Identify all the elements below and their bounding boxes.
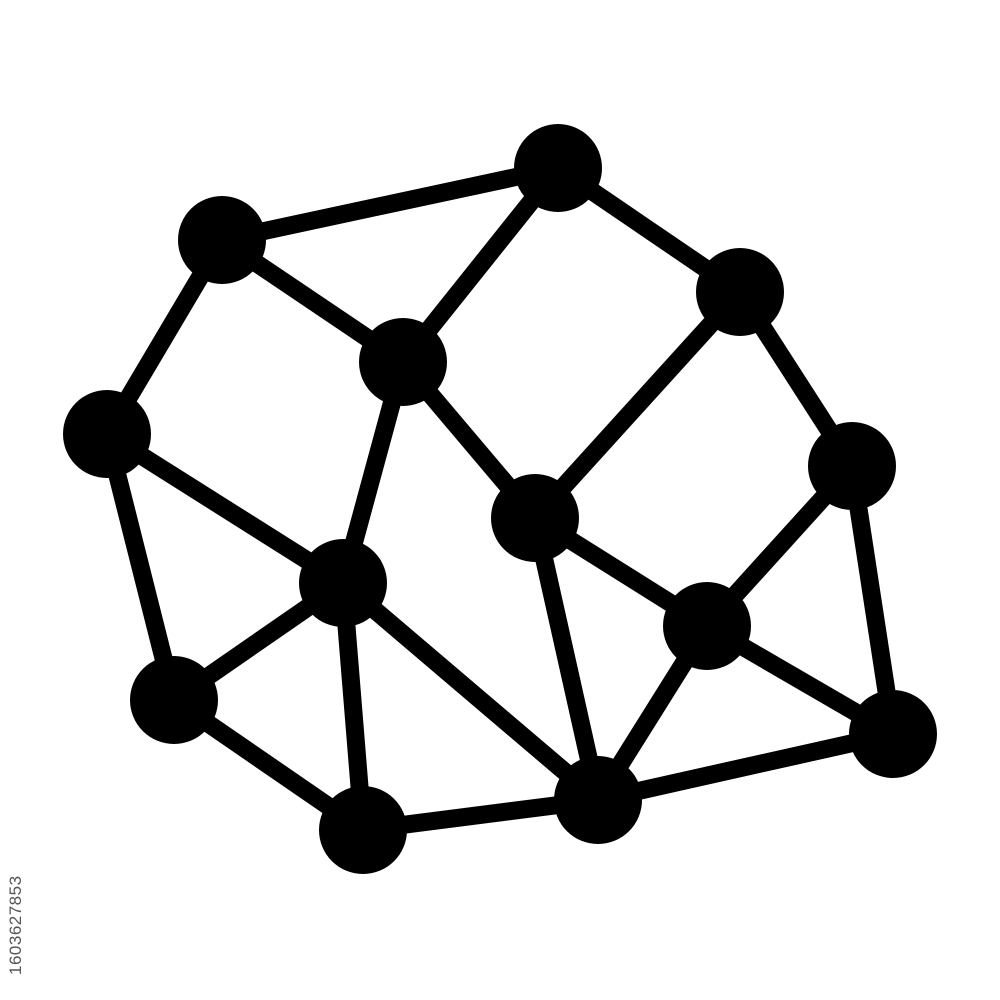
mesh-node bbox=[663, 582, 751, 670]
mesh-node bbox=[514, 124, 602, 212]
mesh-edge bbox=[334, 574, 607, 809]
mesh-node bbox=[554, 756, 642, 844]
mesh-nodes bbox=[63, 124, 937, 874]
mesh-node bbox=[808, 422, 896, 510]
mesh-edge bbox=[98, 425, 352, 592]
mesh-node bbox=[319, 786, 407, 874]
mesh-edge bbox=[98, 425, 183, 709]
stock-image-id: 1603627853 bbox=[6, 875, 25, 975]
mesh-node bbox=[130, 656, 218, 744]
mesh-edge bbox=[213, 159, 567, 249]
mesh-node bbox=[359, 318, 447, 406]
mesh-node bbox=[63, 390, 151, 478]
mesh-node bbox=[491, 474, 579, 562]
mesh-edge bbox=[526, 509, 607, 809]
mesh-edge bbox=[589, 725, 902, 809]
mesh-edge bbox=[526, 283, 749, 527]
mesh-edge bbox=[843, 457, 902, 743]
mesh-node bbox=[299, 539, 387, 627]
mesh-node bbox=[696, 248, 784, 336]
mesh-node bbox=[178, 196, 266, 284]
mesh-node bbox=[849, 690, 937, 778]
